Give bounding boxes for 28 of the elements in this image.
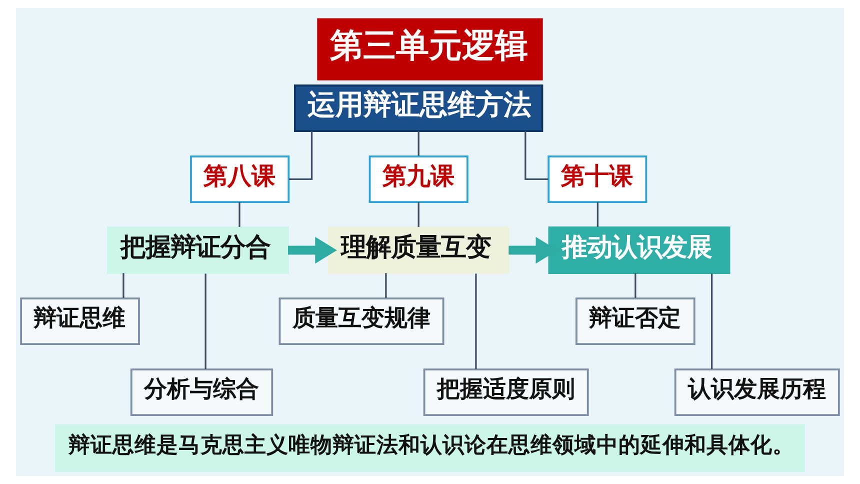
connector (418, 202, 420, 227)
node-box: 推动认识发展 (548, 226, 730, 274)
node-box: 运用辩证思维方法 (294, 84, 544, 132)
node-box: 辩证思维是马克思主义唯物辩证法和认识论在思维领域中的延伸和具体化。 (54, 424, 805, 472)
connector (238, 202, 240, 227)
connector (524, 131, 548, 180)
node-box: 第十课 (548, 155, 648, 203)
connector (710, 274, 713, 370)
node-box: 质量互变规律 (278, 297, 444, 346)
connector (288, 131, 313, 180)
node-box: 第九课 (368, 155, 468, 203)
node-box: 辩证否定 (576, 297, 696, 346)
node-box: 辩证思维 (20, 297, 140, 346)
connector (634, 273, 636, 298)
connector (204, 274, 206, 370)
arrow (288, 236, 337, 264)
node-box: 把握辩证分合 (106, 226, 289, 274)
connector (418, 131, 420, 156)
connector (475, 274, 477, 370)
connector (385, 273, 387, 298)
node-box: 理解质量互变 (328, 226, 510, 274)
connector (596, 202, 599, 227)
node-box: 第八课 (190, 155, 290, 203)
connector (122, 273, 124, 298)
node-box: 把握适度原则 (423, 368, 589, 416)
node-box: 认识发展历程 (674, 368, 840, 416)
diagram-title: 第三单元逻辑 (330, 26, 528, 65)
node-box: 分析与综合 (130, 368, 274, 416)
